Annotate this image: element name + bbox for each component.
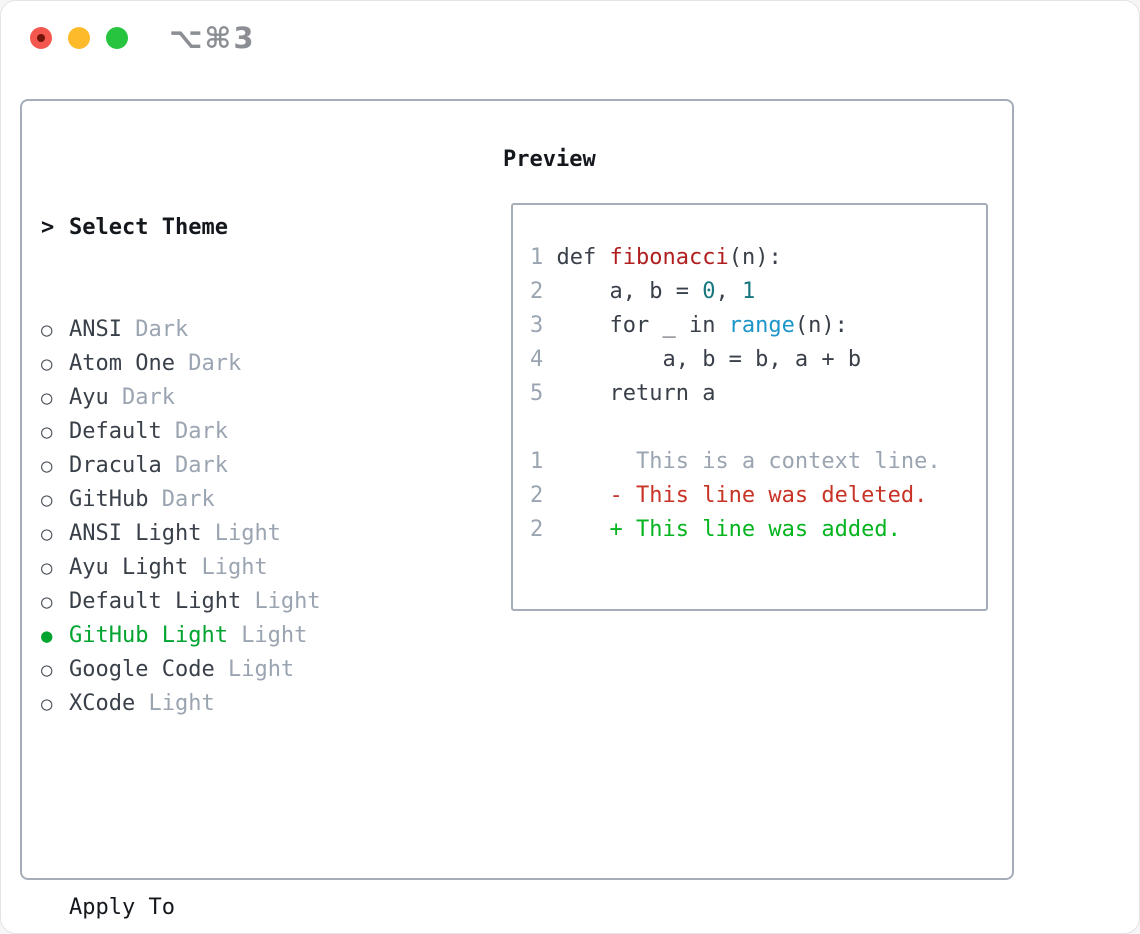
indent <box>41 891 69 925</box>
code-token-add: + This line was added. <box>556 517 901 542</box>
theme-variant-tag: Light <box>201 555 268 580</box>
theme-variant-tag: Light <box>227 657 295 682</box>
radio-unselected-icon: ○ <box>41 353 53 375</box>
theme-name: XCode <box>69 691 149 716</box>
theme-option-default-light-light[interactable]: ○ Default Light Light <box>41 585 491 619</box>
code-token-builtin: range <box>728 313 795 338</box>
theme-variant-tag: Light <box>214 521 281 546</box>
line-number: 1 <box>530 245 557 270</box>
theme-option-github-light-light[interactable]: ● GitHub Light Light <box>41 619 491 653</box>
code-token-num: 1 <box>741 279 756 304</box>
theme-name: ANSI <box>69 317 136 342</box>
cursor-chevron-icon: > <box>41 215 55 240</box>
tui-panel: > Select Theme ○ ANSI Dark ○ Atom One Dark ○ A… <box>20 99 1014 920</box>
radio-unselected-icon: ○ <box>41 387 53 409</box>
theme-name: Default <box>69 419 175 444</box>
radio-unselected-icon: ○ <box>41 591 53 613</box>
close-button[interactable] <box>30 27 52 49</box>
code-token-func: fibonacci <box>609 245 729 270</box>
code-token-plain: a, b = <box>556 279 703 304</box>
theme-name: GitHub Light <box>69 623 242 648</box>
theme-variant-tag: Dark <box>174 453 228 478</box>
theme-option-dracula-dark[interactable]: ○ Dracula Dark <box>41 449 491 483</box>
theme-option-xcode-light[interactable]: ○ XCode Light <box>41 687 491 721</box>
title-bar: ⌥⌘3 <box>1 1 1139 77</box>
line-number: 5 <box>530 381 557 406</box>
theme-variant-tag: Light <box>241 623 308 648</box>
radio-unselected-icon: ○ <box>41 421 53 443</box>
theme-name: Dracula <box>69 453 175 478</box>
theme-name: Atom One <box>69 351 189 376</box>
code-line: 2 a, b = 0, 1 <box>530 275 986 309</box>
line-number: 4 <box>530 347 557 372</box>
theme-variant-tag: Dark <box>135 317 189 342</box>
code-line: 2 + This line was added. <box>530 513 986 547</box>
theme-variant-tag: Light <box>148 691 215 716</box>
zoom-button[interactable] <box>106 27 128 49</box>
theme-name: Google Code <box>69 657 228 682</box>
theme-option-ansi-dark[interactable]: ○ ANSI Dark <box>41 313 491 347</box>
theme-name: Ayu Light <box>69 555 202 580</box>
apply-to-header-row: Apply To <box>41 891 491 925</box>
theme-option-default-dark[interactable]: ○ Default Dark <box>41 415 491 449</box>
theme-list: ○ ANSI Dark ○ Atom One Dark ○ Ayu Dark ○ Defaul… <box>41 313 491 721</box>
theme-name: GitHub <box>69 487 162 512</box>
theme-variant-tag: Dark <box>188 351 242 376</box>
theme-option-atom-one-dark[interactable]: ○ Atom One Dark <box>41 347 491 381</box>
theme-name: Default Light <box>69 589 255 614</box>
code-token-plain: , <box>715 279 742 304</box>
line-number: 1 <box>530 449 557 474</box>
code-token-plain: return a <box>556 381 716 406</box>
theme-option-ansi-light-light[interactable]: ○ ANSI Light Light <box>41 517 491 551</box>
preview-title: Preview <box>503 147 596 172</box>
theme-option-github-dark[interactable]: ○ GitHub Dark <box>41 483 491 517</box>
code-line: 3 for _ in range(n): <box>530 309 986 343</box>
radio-unselected-icon: ○ <box>41 523 53 545</box>
code-line: 2 - This line was deleted. <box>530 479 986 513</box>
code-token-del: - This line was deleted. <box>556 483 928 508</box>
line-number: 2 <box>530 517 557 542</box>
code-token-plain: for _ in <box>556 313 729 338</box>
theme-variant-tag: Dark <box>174 419 228 444</box>
radio-unselected-icon: ○ <box>41 455 53 477</box>
code-line: 5 return a <box>530 377 986 411</box>
theme-option-ayu-light-light[interactable]: ○ Ayu Light Light <box>41 551 491 585</box>
radio-unselected-icon: ○ <box>41 557 53 579</box>
code-token-plain: (n): <box>728 245 782 270</box>
code-token-muted: This is a context line. <box>556 449 941 474</box>
code-token-plain: (n): <box>794 313 848 338</box>
select-theme-title: Select Theme <box>69 215 228 240</box>
radio-unselected-icon: ○ <box>41 319 53 341</box>
line-number: 2 <box>530 279 557 304</box>
theme-variant-tag: Dark <box>161 487 215 512</box>
line-number: 2 <box>530 483 557 508</box>
radio-unselected-icon: ○ <box>41 659 53 681</box>
window-title: ⌥⌘3 <box>169 21 256 55</box>
theme-selector-column: > Select Theme ○ ANSI Dark ○ Atom One Dark ○ A… <box>41 143 491 933</box>
theme-option-google-code-light[interactable]: ○ Google Code Light <box>41 653 491 687</box>
close-modified-dot-icon <box>37 34 45 42</box>
select-theme-header: > Select Theme <box>41 211 491 245</box>
theme-variant-tag: Dark <box>121 385 175 410</box>
theme-name: ANSI Light <box>69 521 215 546</box>
theme-option-ayu-dark[interactable]: ○ Ayu Dark <box>41 381 491 415</box>
radio-unselected-icon: ○ <box>41 489 53 511</box>
code-token-plain: a, b = b, a + b <box>556 347 862 372</box>
code-token-plain: def <box>556 245 610 270</box>
code-line: 1 def fibonacci(n): <box>530 241 986 275</box>
code-line: 4 a, b = b, a + b <box>530 343 986 377</box>
apply-to-title: Apply To <box>69 895 175 920</box>
line-number: 3 <box>530 313 557 338</box>
theme-variant-tag: Light <box>254 589 321 614</box>
code-line: 1 This is a context line. <box>530 445 986 479</box>
spacer <box>41 789 491 823</box>
code-line <box>530 411 986 445</box>
minimize-button[interactable] <box>68 27 90 49</box>
radio-selected-icon: ● <box>41 625 53 647</box>
radio-unselected-icon: ○ <box>41 693 53 715</box>
code-token-num: 0 <box>702 279 716 304</box>
theme-name: Ayu <box>69 385 122 410</box>
